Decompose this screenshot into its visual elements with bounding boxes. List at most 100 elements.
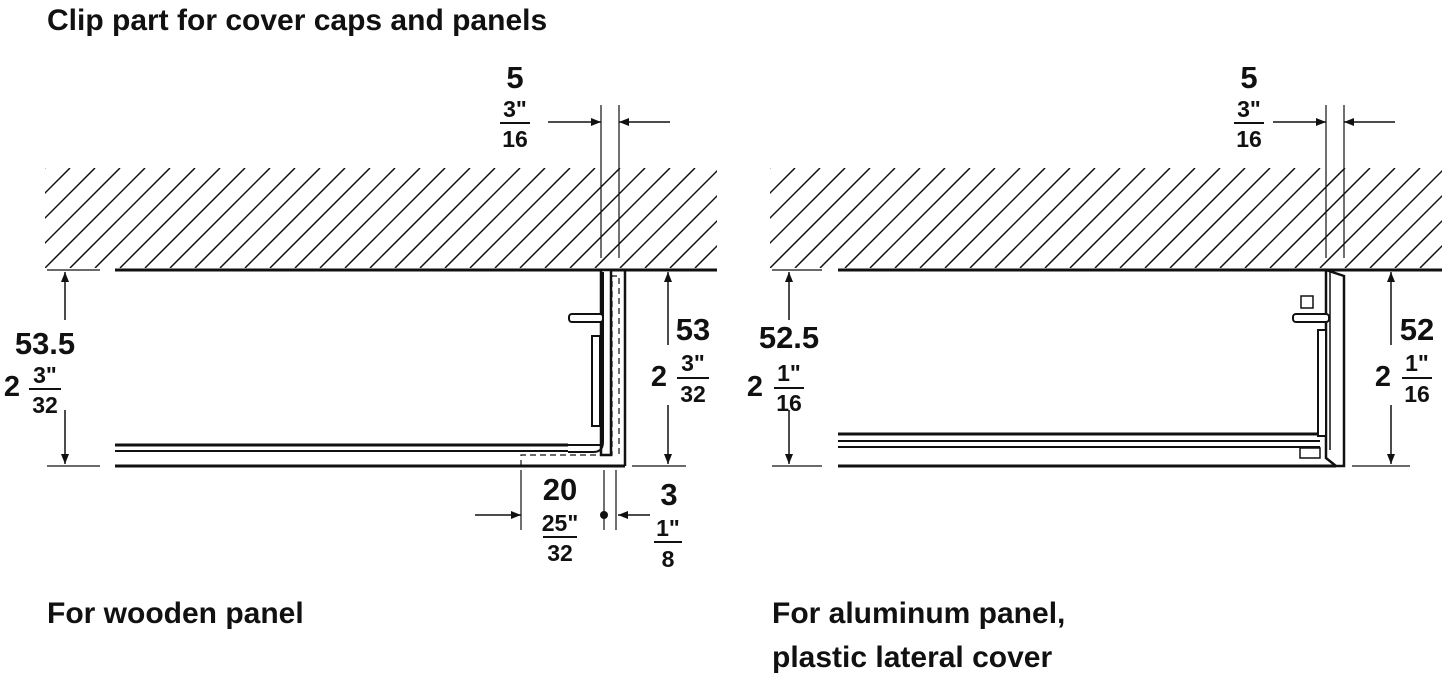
hatch-line [770,168,821,220]
hatch-line [1419,244,1442,268]
left-diagram-wooden-panel: 5 3" 16 53.5 2 3" 32 53 2 3" 32 [4,60,717,630]
aluminum-left-height-mm: 52.5 [759,320,819,355]
hatch-line [394,168,496,268]
aluminum-left-height-den: 16 [776,390,802,416]
aluminum-right-height-den: 16 [1404,381,1430,407]
hatch-line [519,168,621,268]
left-height-mm: 53.5 [15,326,75,361]
left-height-whole: 2 [4,371,20,403]
right-caption-line1: For aluminum panel, [772,597,1065,630]
hatch-line [770,168,871,268]
bottom-offset-num: 1" [656,515,680,541]
left-height-den: 32 [32,392,58,418]
hatch-line [844,168,946,268]
hatch-line [1269,168,1371,268]
left-caption: For wooden panel [47,597,304,630]
hatch-line [294,168,396,268]
wooden-right-height-whole: 2 [651,361,667,393]
aluminum-left-height-num: 1" [777,360,801,386]
right-diagram-aluminum-panel: 5 3" 16 52.5 2 1" 16 52 2 1" 16 [747,60,1442,674]
hatch-line [569,168,671,268]
diagram-title: Clip part for cover caps and panels [47,4,547,37]
hatch-line [1019,168,1121,268]
hatch-line [344,168,446,268]
hatch-line [1319,168,1421,268]
hatch-line [45,168,46,170]
hatch-line [45,168,121,245]
wooden-right-height-den: 32 [680,381,706,407]
right-top-gap-num: 3" [1237,96,1261,122]
hatch-line [1344,169,1442,268]
hatch-line [444,168,546,268]
hatch-line [94,168,196,268]
aluminum-right-height-mm: 52 [1400,312,1434,347]
left-bottom-width-dimension: 20 25" 32 [475,470,608,566]
hatch-line [994,168,1096,268]
hatch-line [544,168,646,268]
right-top-gap-den: 16 [1236,126,1262,152]
hatch-line [369,168,471,268]
aluminum-right-height-num: 1" [1405,350,1429,376]
hatch-line [1144,168,1246,268]
bottom-offset-mm: 3 [660,477,677,512]
bottom-width-mm: 20 [543,472,577,507]
hatch-line [594,168,696,268]
left-height-num: 3" [33,362,57,388]
hatch-line [244,168,346,268]
hatch-line [1219,168,1321,268]
bottom-offset-den: 8 [662,546,675,572]
hatch-line [770,168,796,195]
right-top-gap-dimension: 5 3" 16 [1234,60,1395,258]
hatch-line [45,168,96,220]
aluminum-left-height-whole: 2 [747,371,763,403]
hatch-line [319,168,421,268]
hatch-line [269,168,371,268]
aluminum-right-height-whole: 2 [1375,361,1391,393]
right-caption-line2: plastic lateral cover [772,641,1052,674]
hatch-line [1094,168,1196,268]
left-top-gap-den: 16 [502,126,528,152]
hatch-line [1369,194,1442,268]
hatch-line [69,168,171,268]
hatch-line [794,168,896,268]
hatch-line [45,168,146,268]
left-clip-profile [568,268,627,466]
hatch-line [819,168,921,268]
hatch-line [469,168,571,268]
left-top-gap-num: 3" [503,96,527,122]
wooden-right-height-num: 3" [681,350,705,376]
hatch-line [494,168,596,268]
bottom-width-den: 32 [547,540,573,566]
hatch-line [194,168,296,268]
right-ceiling-hatch [770,168,1442,268]
right-clip-profile [1292,268,1346,468]
hatch-line [1244,168,1346,268]
hatch-line [1119,168,1221,268]
hatch-line [169,168,271,268]
hatch-line [869,168,971,268]
hatch-line [1194,168,1296,268]
right-left-height-dimension: 52.5 2 1" 16 [747,269,822,467]
left-height-dimension: 53.5 2 3" 32 [4,269,100,467]
hatch-line [1294,168,1396,268]
hatch-line [644,194,717,268]
hatch-line [944,168,1046,268]
right-right-height-dimension: 52 2 1" 16 [1352,269,1434,467]
left-ceiling-hatch [45,168,717,268]
left-bottom-offset-dimension: 3 1" 8 [615,470,682,572]
left-top-gap-mm: 5 [506,60,523,95]
hatch-line [694,244,717,268]
hatch-line [1169,168,1271,268]
hatch-line [919,168,1021,268]
hatch-line [894,168,996,268]
hatch-line [144,168,246,268]
hatch-line [619,169,717,268]
left-top-gap-dimension: 5 3" 16 [500,60,670,258]
hatch-line [119,168,221,268]
hatch-line [1069,168,1171,268]
bottom-width-num: 25" [542,510,579,536]
hatch-line [969,168,1071,268]
hatch-line [770,168,846,245]
wooden-right-height-mm: 53 [676,312,710,347]
